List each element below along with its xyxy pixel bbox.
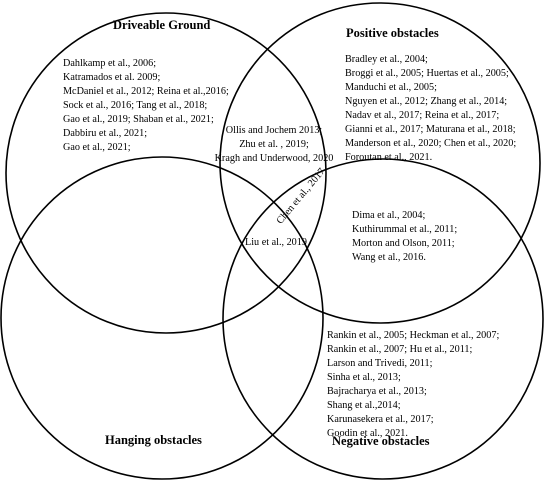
positive-negative-ref: Dima et al., 2004; [352,210,425,221]
driveable-ref: Katramados et al. 2009; [63,72,160,83]
negative-ref: Larson and Trivedi, 2011; [327,358,433,369]
title-hanging-obstacles: Hanging obstacles [105,433,202,447]
negative-ref: Karunasekera et al., 2017; [327,414,434,425]
positive-ref: Broggi et al., 2005; Huertas et al., 200… [345,68,509,79]
driveable-positive-ref: Zhu et al. , 2019; [239,139,309,150]
positive-ref: Manderson et al., 2020; Chen et al., 202… [345,138,516,149]
positive-negative-ref: Wang et al., 2016. [352,252,426,263]
negative-ref: Rankin et al., 2005; Heckman et al., 200… [327,330,499,341]
title-negative-obstacles: Negative obstacles [332,434,430,448]
negative-ref: Sinha et al., 2013; [327,372,401,383]
negative-ref: Goodin et al., 2021. [327,428,408,439]
positive-ref: Bradley et al., 2004; [345,54,428,65]
circle-hanging-obstacles [0,156,324,480]
center-ref: Liu et al., 2019 [245,237,307,248]
circle-negative-obstacles [222,158,544,480]
positive-ref: Manduchi et al., 2005; [345,82,437,93]
driveable-ref: McDaniel et al., 2012; Reina et al.,2016… [63,86,229,97]
driveable-ref: Dabbiru et al., 2021; [63,128,147,139]
driveable-positive-ref: Kragh and Underwood, 2020 [215,153,334,164]
positive-negative-ref: Morton and Olson, 2011; [352,238,455,249]
driveable-ref: Gao et al., 2021; [63,142,131,153]
positive-ref: Foroutan et al., 2021. [345,152,432,163]
driveable-positive-ref: Ollis and Jochem 2013; [226,125,323,136]
positive-ref: Nguyen et al., 2012; Zhang et al., 2014; [345,96,507,107]
positive-ref: Nadav et al., 2017; Reina et al., 2017; [345,110,499,121]
title-positive-obstacles: Positive obstacles [346,26,439,40]
negative-ref: Bajracharya et al., 2013; [327,386,427,397]
driveable-ref: Dahlkamp et al., 2006; [63,58,156,69]
title-driveable-ground: Driveable Ground [113,18,210,32]
circle-driveable-ground [5,12,327,334]
positive-negative-ref: Kuthirummal et al., 2011; [352,224,457,235]
positive-ref: Gianni et al., 2017; Maturana et al., 20… [345,124,516,135]
negative-ref: Shang et al.,2014; [327,400,401,411]
circle-positive-obstacles [219,2,541,324]
driveable-ref: Gao et al., 2019; Shaban et al., 2021; [63,114,214,125]
driveable-ref: Sock et al., 2016; Tang et al., 2018; [63,100,207,111]
negative-ref: Rankin et al., 2007; Hu et al., 2011; [327,344,473,355]
